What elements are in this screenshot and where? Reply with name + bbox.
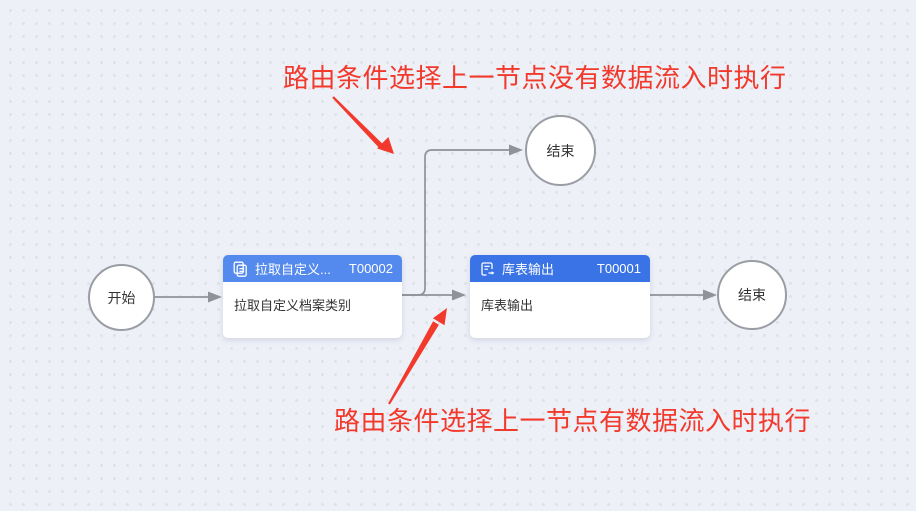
annotation-has-data-label: 路由条件选择上一节点有数据流入时执行 <box>334 406 812 436</box>
node-task-table-output[interactable]: 库表输出 T00001 库表输出 <box>470 255 650 338</box>
node-end-right[interactable]: 结束 <box>717 260 787 330</box>
copy-document-icon <box>232 261 248 277</box>
node-task-pull-archive[interactable]: 拉取自定义... T00002 拉取自定义档案类别 <box>223 255 402 338</box>
task-code: T00002 <box>348 261 393 276</box>
edge-task2-to-end-right[interactable] <box>650 289 717 301</box>
annotation-no-data-label: 路由条件选择上一节点没有数据流入时执行 <box>283 63 787 93</box>
task-code: T00001 <box>596 261 641 276</box>
task-title: 库表输出 <box>502 262 555 277</box>
task-header: 库表输出 T00001 <box>470 255 650 282</box>
node-end-top[interactable]: 结束 <box>525 115 596 186</box>
node-start-label: 开始 <box>107 289 136 306</box>
task-title: 拉取自定义... <box>255 262 331 277</box>
node-end-right-label: 结束 <box>738 287 766 303</box>
annotation-arrow-top <box>332 96 394 154</box>
task-body-label: 拉取自定义档案类别 <box>234 298 352 313</box>
edge-start-to-task1[interactable] <box>155 291 222 303</box>
task-body-label: 库表输出 <box>481 298 534 313</box>
node-end-top-label: 结束 <box>546 142 575 159</box>
edge-task1-to-task2[interactable] <box>402 289 466 301</box>
node-start[interactable]: 开始 <box>88 264 155 331</box>
task-header: 拉取自定义... T00002 <box>223 255 402 282</box>
table-export-icon <box>479 261 495 277</box>
